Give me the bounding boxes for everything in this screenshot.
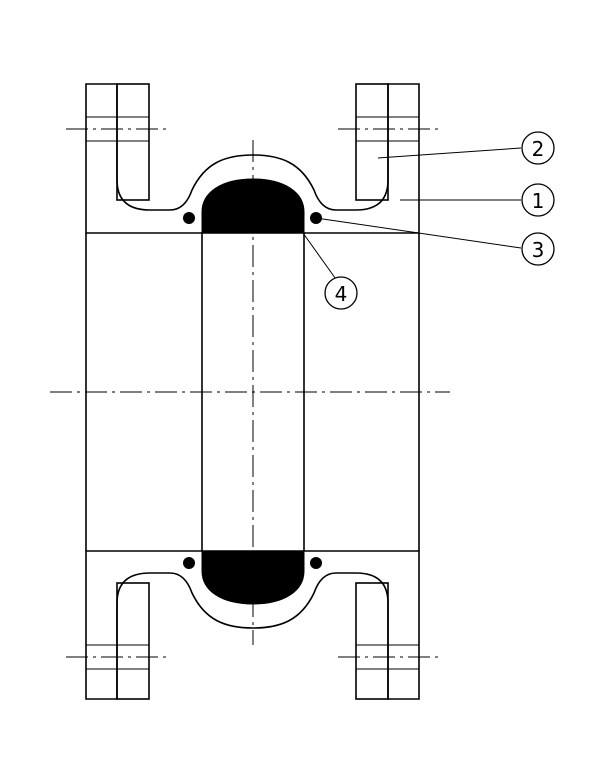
callout-4-label: 4 [335, 282, 348, 306]
leaders [297, 147, 522, 283]
flange-ring-bottom-left [116, 582, 150, 700]
wire-ring-bottom-right [310, 557, 322, 569]
callout-1: 1 [521, 183, 555, 217]
center-lines [50, 128, 450, 658]
wire-ring-bottom-left [183, 557, 195, 569]
flange-ring-bottom-right [355, 582, 389, 700]
callout-3-label: 3 [532, 238, 545, 262]
leader-3 [315, 217, 522, 249]
callout-3: 3 [521, 232, 555, 266]
callout-4: 4 [324, 276, 358, 310]
callout-1-label: 1 [532, 189, 545, 213]
leader-4 [297, 225, 339, 283]
callout-2-label: 2 [532, 137, 545, 161]
flange-ring-top-left [116, 83, 150, 201]
rubber-body-top [85, 83, 420, 234]
flange-ring-top-right [355, 83, 389, 201]
leader-2 [377, 147, 522, 159]
callout-2: 2 [521, 131, 555, 165]
rubber-body-bottom [85, 550, 420, 700]
wire-ring-top-left [183, 212, 195, 224]
